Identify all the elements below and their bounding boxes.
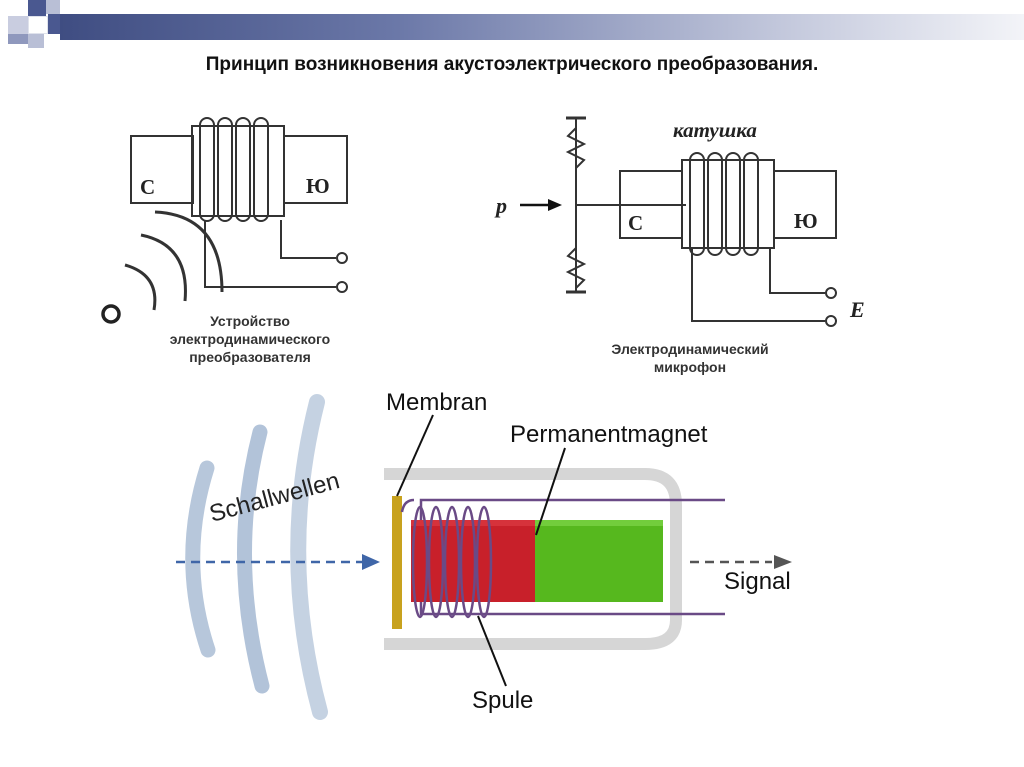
callout-lines <box>396 414 566 687</box>
transducer-caption-line-2: электродинамического <box>170 331 330 347</box>
terminal-icon <box>825 287 837 299</box>
signal-label: Signal <box>724 568 791 595</box>
terminal-icon <box>825 315 837 327</box>
pole-label-north: С <box>628 211 643 235</box>
coil-label: катушка <box>673 118 757 142</box>
header-square-decoration <box>46 0 60 14</box>
suspension-spring <box>565 118 587 178</box>
transducer-caption-line-1: Устройство <box>210 313 290 329</box>
transducer-diagram <box>124 117 348 311</box>
magnet-label: Permanentmagnet <box>510 421 708 448</box>
sound-wave-arc <box>154 210 224 293</box>
incoming-arrow-head-icon <box>362 554 380 570</box>
coil-spule-label: Spule <box>472 687 533 714</box>
coil-spule <box>411 505 493 619</box>
microphone-caption-line-2: микрофон <box>654 359 726 375</box>
magnet-green-section <box>535 520 663 602</box>
terminal-icon <box>336 252 348 264</box>
header-square-decoration <box>28 34 44 48</box>
lead-wire <box>280 220 336 259</box>
output-voltage-label: E <box>849 297 865 322</box>
microphone-caption-line-1: Электродинамический <box>611 341 768 357</box>
membrane <box>392 496 402 629</box>
sound-waves <box>185 394 328 720</box>
lead-wire <box>691 248 825 322</box>
sound-wave-arc <box>140 233 187 302</box>
coil-core <box>681 159 775 249</box>
header-square-decoration <box>28 0 46 16</box>
terminal-icon <box>336 281 348 293</box>
pole-label-north: С <box>140 175 155 199</box>
pole-label-south: Ю <box>306 174 330 198</box>
suspension-spring <box>565 238 587 292</box>
header-square-decoration <box>48 14 60 34</box>
sound-source-icon <box>101 304 121 324</box>
coil-winding <box>199 117 269 222</box>
lead-wire <box>769 248 825 294</box>
header-bar <box>60 14 1024 40</box>
microphone-diagram <box>520 116 837 322</box>
pressure-arrow-icon <box>548 199 562 211</box>
signal-arrow-head-icon <box>774 555 792 569</box>
header-square-decoration <box>8 16 28 34</box>
transducer-caption-line-3: преобразователя <box>189 349 311 365</box>
slide-title: Принцип возникновения акустоэлектрическо… <box>205 54 819 75</box>
sound-waves-label: Schallwellen <box>207 467 343 528</box>
lead-wire <box>204 220 336 288</box>
pressure-label: p <box>494 193 507 218</box>
header-square-decoration <box>28 16 48 34</box>
sound-wave-arc <box>124 263 157 311</box>
microphone-housing <box>384 468 682 650</box>
coil-core <box>191 125 285 217</box>
coil-winding <box>689 152 759 256</box>
header-square-decoration <box>8 34 28 44</box>
pole-label-south: Ю <box>794 209 818 233</box>
membrane-label: Membran <box>386 389 487 416</box>
